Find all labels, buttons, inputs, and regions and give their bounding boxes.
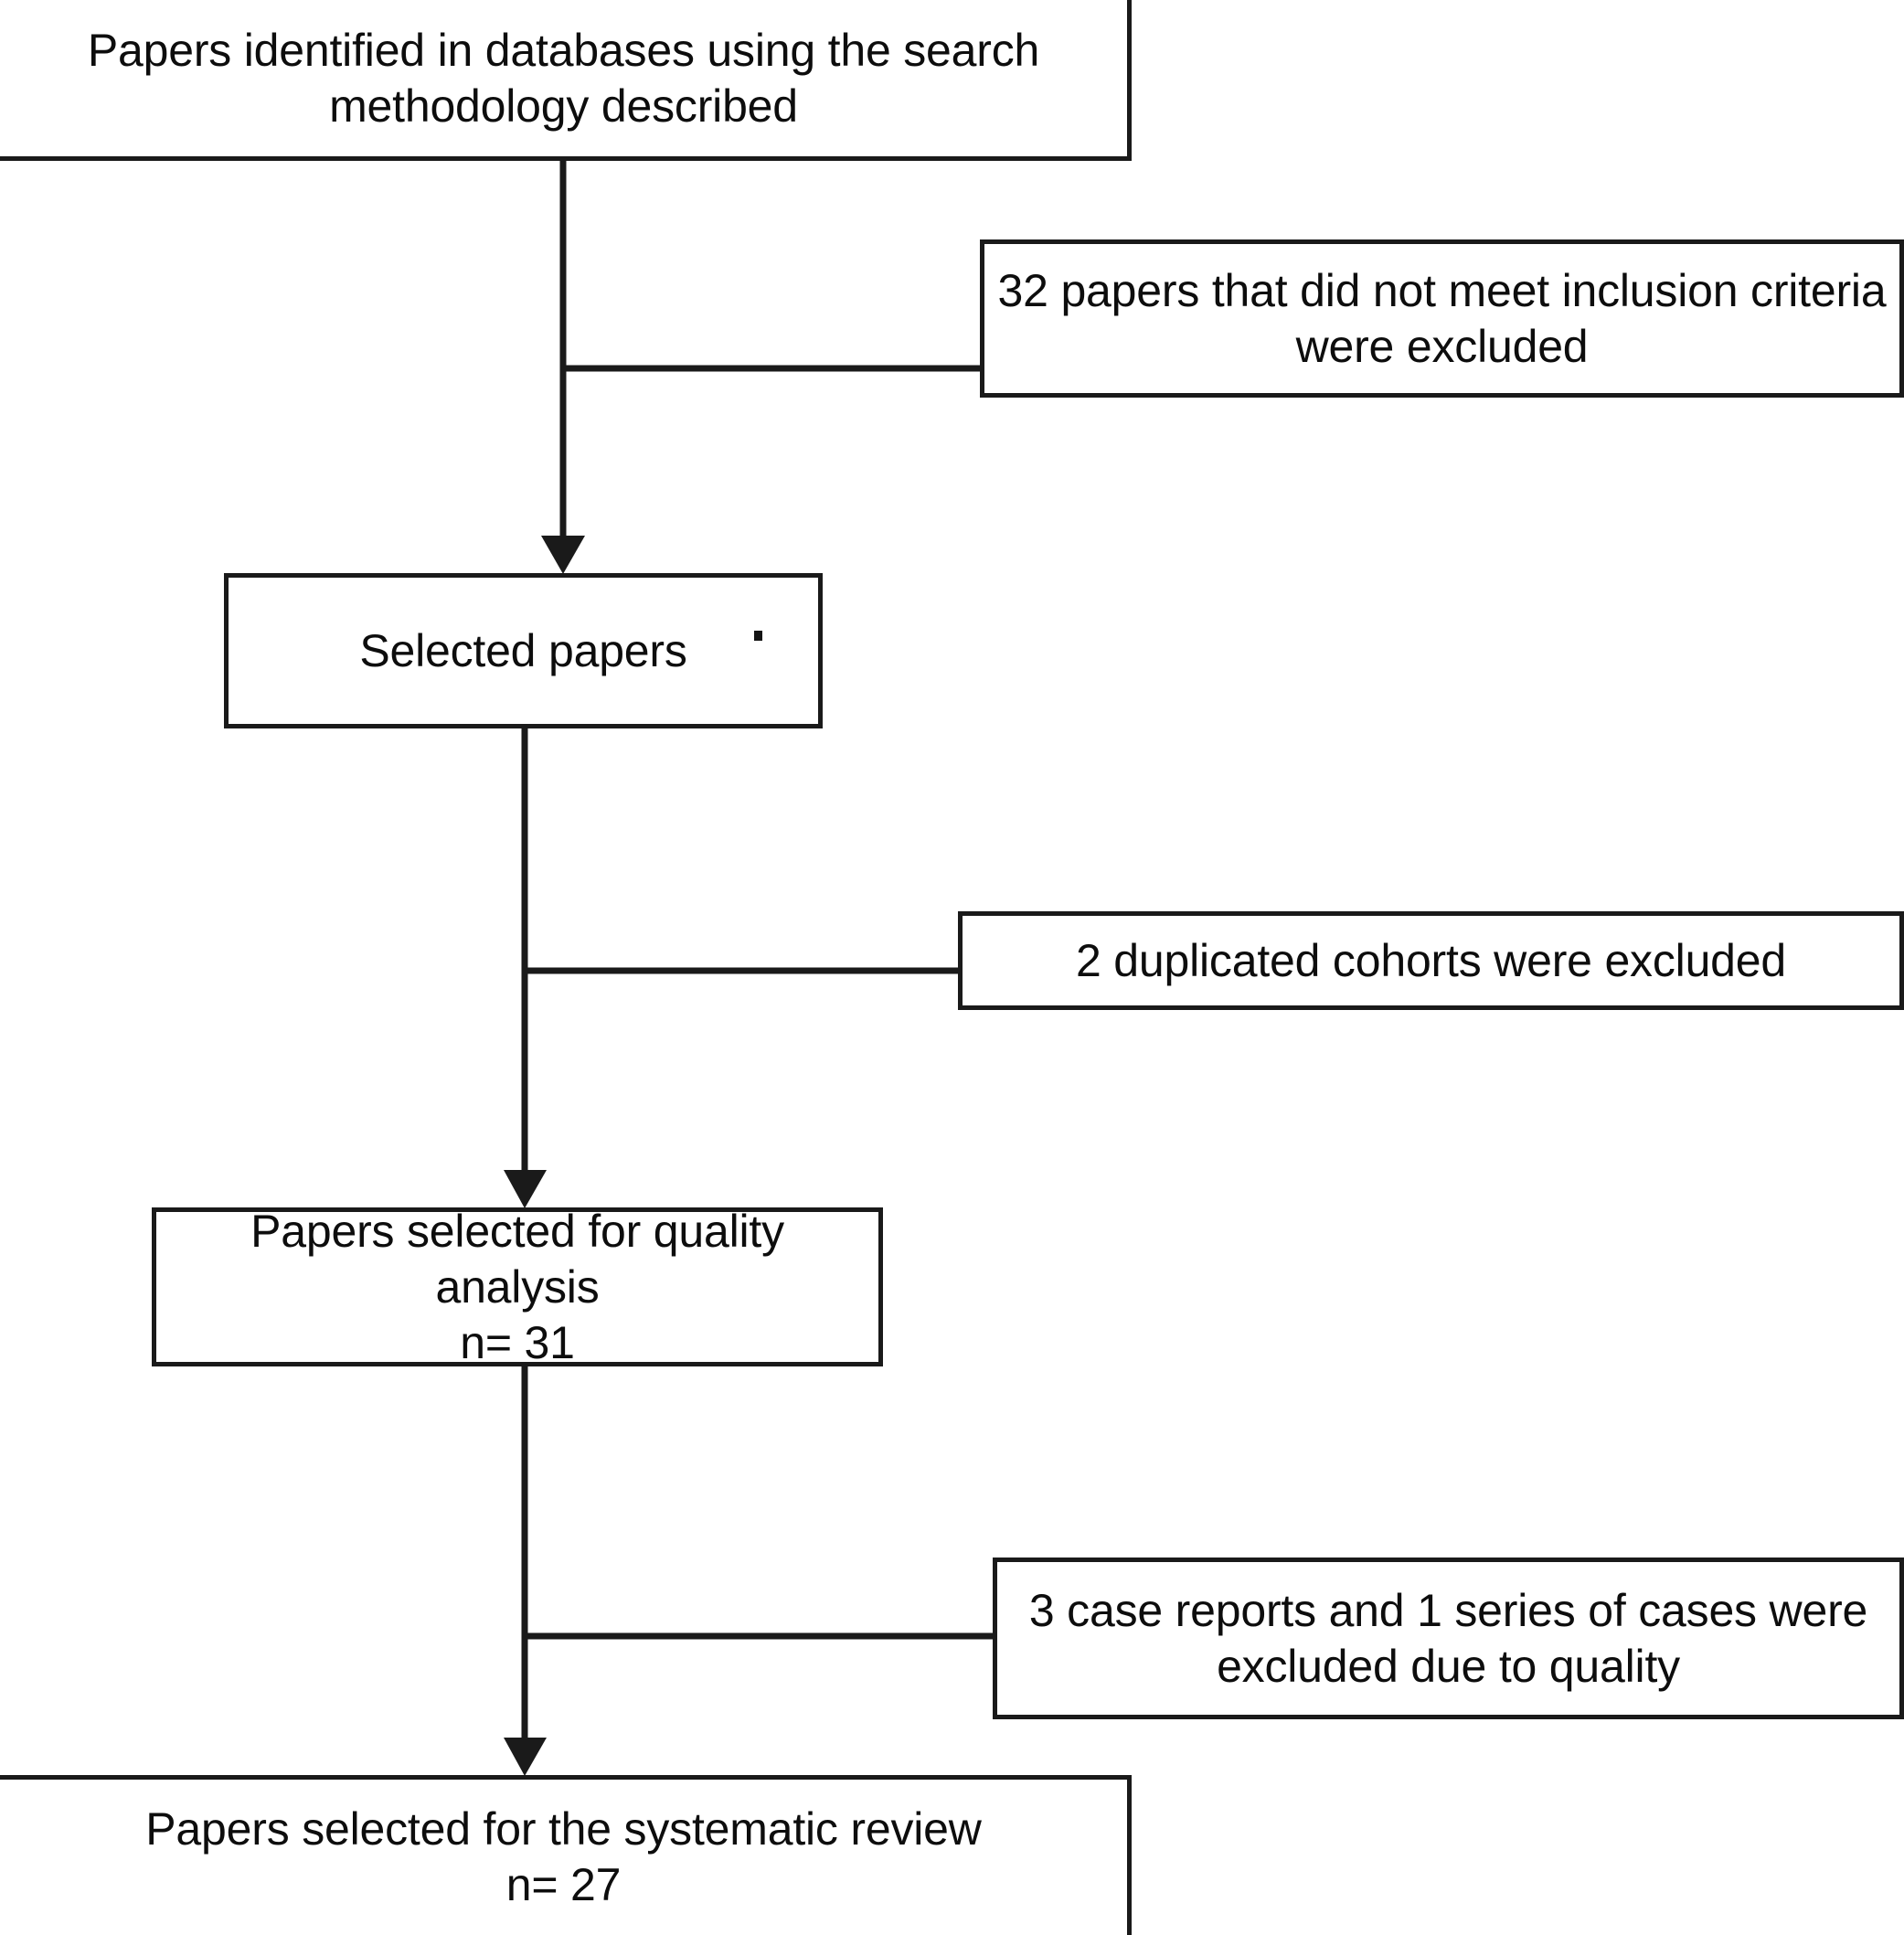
arrowhead-into-selected (541, 536, 585, 574)
stray-period-mark (754, 631, 762, 641)
node-excluded-case-reports-label: 3 case reports and 1 series of cases wer… (1028, 1584, 1868, 1692)
node-excluded-inclusion-criteria-label: 32 papers that did not meet inclusion cr… (997, 264, 1887, 372)
node-excluded-case-reports[interactable]: 3 case reports and 1 series of cases wer… (993, 1558, 1904, 1719)
node-excluded-inclusion-criteria[interactable]: 32 papers that did not meet inclusion cr… (980, 239, 1904, 398)
node-papers-identified-label: Papers identified in databases using the… (87, 24, 1040, 132)
node-papers-quality-analysis-label: Papers selected for quality analysis n= … (250, 1205, 784, 1368)
node-papers-quality-analysis[interactable]: Papers selected for quality analysis n= … (152, 1206, 883, 1368)
node-papers-systematic-review-label: Papers selected for the systematic revie… (145, 1803, 982, 1910)
node-excluded-duplicated-cohorts[interactable]: 2 duplicated cohorts were excluded (958, 911, 1904, 1010)
node-papers-identified[interactable]: Papers identified in databases using the… (0, 0, 1132, 161)
node-papers-systematic-review[interactable]: Papers selected for the systematic revie… (0, 1775, 1132, 1935)
arrowhead-into-included (504, 1738, 547, 1776)
node-excluded-duplicated-cohorts-label: 2 duplicated cohorts were excluded (1075, 934, 1786, 986)
node-selected-papers[interactable]: Selected papers (224, 573, 823, 728)
node-selected-papers-label: Selected papers (359, 624, 687, 676)
